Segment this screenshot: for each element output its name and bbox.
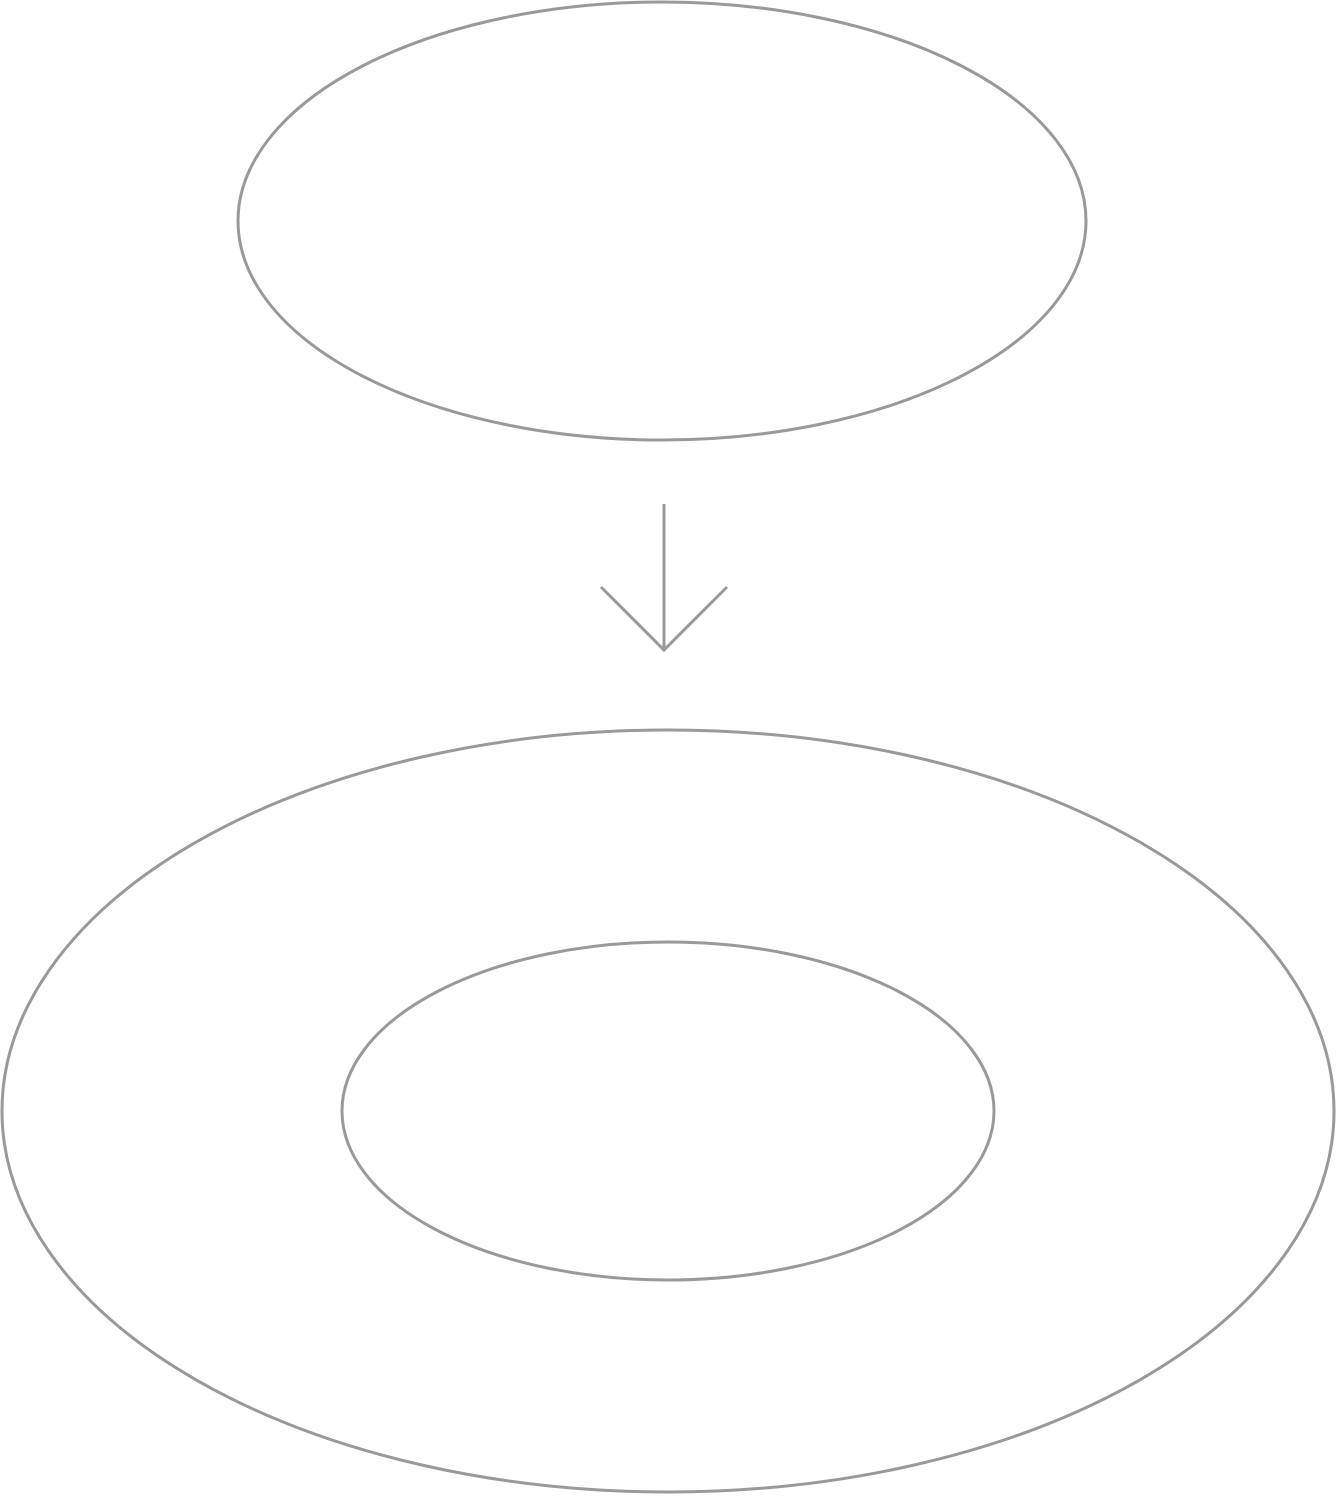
inner-ellipse bbox=[340, 940, 996, 1282]
arrow-head bbox=[599, 585, 729, 653]
top-ellipse bbox=[236, 0, 1088, 442]
outer-ellipse bbox=[0, 728, 1336, 1494]
down-arrow-icon bbox=[599, 504, 729, 653]
